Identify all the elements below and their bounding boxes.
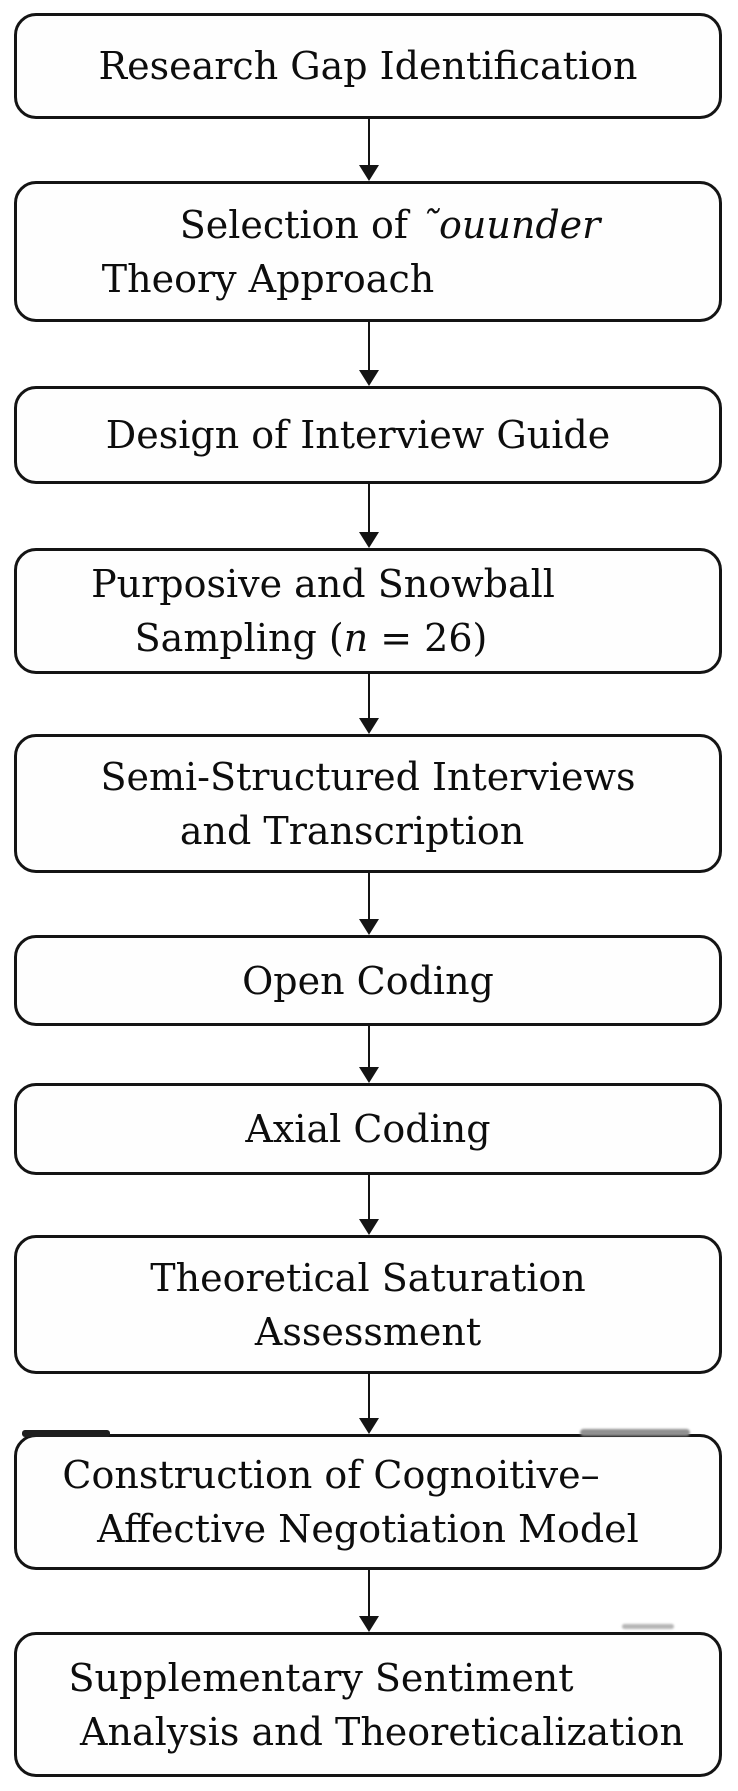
arrow-shaft bbox=[368, 1175, 370, 1219]
arrow-shaft bbox=[368, 1026, 370, 1067]
arrow-head-icon bbox=[359, 1219, 379, 1235]
flow-step-model-construction: Construction of Cognoitive– Affective Ne… bbox=[14, 1434, 722, 1570]
step-label-line: and Transcription bbox=[179, 808, 525, 853]
flow-step-grounded-theory-selection: Selection of ˜ouunder Theory Approach bbox=[14, 181, 722, 322]
arrow-shaft bbox=[368, 873, 370, 919]
step-label-line: Construction of Cognoitive– bbox=[62, 1453, 600, 1497]
step-label-line: Theory Approach bbox=[101, 256, 435, 301]
step-label-line: Supplementary Sentiment bbox=[68, 1655, 574, 1700]
flow-step-sentiment-analysis-theoreticalization: Supplementary Sentiment Analysis and The… bbox=[14, 1632, 722, 1777]
arrow-head-icon bbox=[359, 1067, 379, 1083]
flow-arrow bbox=[359, 873, 379, 935]
step-label-line: Open Coding bbox=[242, 958, 494, 1003]
step-label-line: Purposive and Snowball bbox=[91, 562, 555, 606]
flow-arrow bbox=[359, 1570, 379, 1632]
arrow-shaft bbox=[368, 484, 370, 532]
flow-arrow bbox=[359, 1175, 379, 1235]
flow-arrow bbox=[359, 322, 379, 386]
step-label-line: Semi-Structured Interviews bbox=[100, 754, 636, 799]
flow-step-research-gap-identification: Research Gap Identification bbox=[14, 13, 722, 119]
step-label-line: Theoretical Saturation bbox=[150, 1255, 586, 1300]
flow-step-interview-guide-design: Design of Interview Guide bbox=[14, 386, 722, 484]
flow-step-interviews-transcription: Semi-Structured Interviews and Transcrip… bbox=[14, 734, 722, 873]
arrow-shaft bbox=[368, 674, 370, 718]
flow-arrow bbox=[359, 674, 379, 734]
arrow-head-icon bbox=[359, 370, 379, 386]
arrow-head-icon bbox=[359, 718, 379, 734]
step-label-line: Analysis and Theoreticalization bbox=[80, 1709, 684, 1754]
arrow-head-icon bbox=[359, 919, 379, 935]
step-label-line: Affective Negotiation Model bbox=[97, 1507, 639, 1551]
step-label-line: Research Gap Identification bbox=[98, 44, 638, 88]
flow-step-purposive-snowball-sampling: Purposive and Snowball Sampling (n = 26) bbox=[14, 548, 722, 674]
flow-arrow bbox=[359, 1374, 379, 1434]
flow-step-axial-coding: Axial Coding bbox=[14, 1083, 722, 1175]
flow-arrow bbox=[359, 119, 379, 181]
arrow-shaft bbox=[368, 1374, 370, 1418]
step-label-line: Design of Interview Guide bbox=[105, 413, 611, 457]
step-label-line: Assessment bbox=[254, 1309, 482, 1354]
step-label-line: Selection of ˜ouunder bbox=[179, 202, 601, 247]
arrow-shaft bbox=[368, 119, 370, 165]
arrow-head-icon bbox=[359, 532, 379, 548]
arrow-shaft bbox=[368, 1570, 370, 1616]
arrow-head-icon bbox=[359, 1616, 379, 1632]
flow-step-open-coding: Open Coding bbox=[14, 935, 722, 1026]
step-label-line: Axial Coding bbox=[245, 1107, 491, 1151]
flow-arrow bbox=[359, 1026, 379, 1083]
step-label-line: Sampling (n = 26) bbox=[134, 616, 488, 660]
flow-step-theoretical-saturation-assessment: Theoretical Saturation Assessment bbox=[14, 1235, 722, 1374]
flow-arrow bbox=[359, 484, 379, 548]
arrow-head-icon bbox=[359, 165, 379, 181]
scan-artifact bbox=[622, 1624, 674, 1629]
arrow-head-icon bbox=[359, 1418, 379, 1434]
arrow-shaft bbox=[368, 322, 370, 370]
